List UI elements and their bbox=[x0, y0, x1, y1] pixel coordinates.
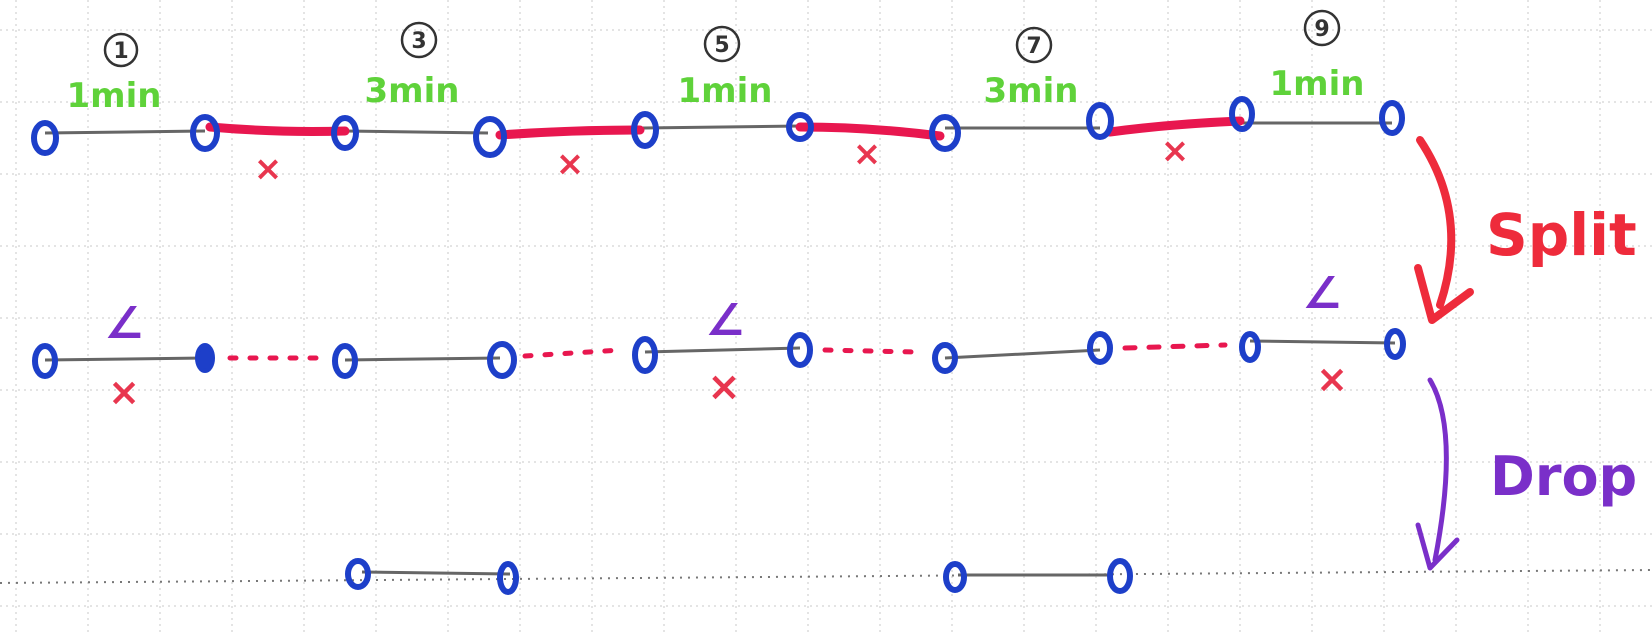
removed-segment-8 bbox=[1105, 116, 1245, 137]
cut-marks-row1: × × × × bbox=[254, 131, 1190, 189]
node bbox=[331, 115, 359, 151]
keep-mark: ∠ bbox=[705, 295, 744, 346]
segment-number: 1 bbox=[113, 39, 128, 64]
segment-3 bbox=[344, 129, 489, 135]
node bbox=[943, 561, 967, 593]
node bbox=[190, 114, 220, 152]
removed-segment-4 bbox=[495, 125, 645, 140]
split-arrow-shaft bbox=[1416, 136, 1456, 309]
cut-mark: × bbox=[707, 364, 741, 410]
segment-numbers: 1 3 5 7 9 bbox=[103, 9, 1341, 68]
dropped-gap bbox=[522, 347, 623, 359]
segment-number: 7 bbox=[1026, 34, 1041, 59]
node bbox=[932, 342, 958, 374]
duration-labels: 1min 3min 1min 3min 1min bbox=[67, 64, 1365, 116]
duration-label: 3min bbox=[984, 71, 1079, 111]
node bbox=[32, 343, 58, 379]
segment-number: 5 bbox=[714, 33, 729, 58]
duration-label: 1min bbox=[678, 71, 773, 111]
node bbox=[786, 112, 814, 142]
drop-arrow-shaft bbox=[1427, 377, 1449, 563]
baseline bbox=[0, 569, 1652, 584]
node bbox=[473, 116, 507, 158]
node bbox=[929, 114, 961, 152]
kept-segment bbox=[361, 570, 511, 576]
segment-7 bbox=[944, 348, 1101, 360]
segment-1 bbox=[44, 129, 206, 135]
row-result bbox=[345, 558, 1133, 595]
drop-arrowhead bbox=[1415, 522, 1460, 571]
node bbox=[1379, 100, 1405, 136]
cut-mark: × bbox=[853, 134, 882, 174]
cut-mark: × bbox=[556, 144, 585, 184]
number-circle bbox=[103, 32, 139, 68]
segment-9 bbox=[1249, 339, 1396, 345]
segment-5 bbox=[644, 346, 801, 354]
duration-label: 1min bbox=[1270, 64, 1365, 104]
node bbox=[487, 341, 517, 379]
drop-arrow: Drop bbox=[1415, 377, 1637, 571]
node bbox=[1239, 331, 1261, 363]
node bbox=[1384, 328, 1406, 360]
node bbox=[1107, 558, 1133, 594]
dropped-gap bbox=[822, 347, 918, 355]
node bbox=[497, 561, 519, 595]
cut-mark: × bbox=[254, 149, 283, 189]
duration-label: 1min bbox=[67, 76, 162, 116]
segment-1 bbox=[44, 356, 206, 362]
keep-mark: ∠ bbox=[104, 298, 143, 349]
row-original bbox=[31, 96, 1405, 158]
node bbox=[631, 111, 659, 149]
segment-5 bbox=[642, 124, 801, 130]
node bbox=[332, 343, 358, 379]
node bbox=[1086, 102, 1114, 140]
duration-label: 3min bbox=[365, 71, 460, 111]
segment-number: 9 bbox=[1314, 17, 1329, 42]
number-circle bbox=[703, 25, 741, 63]
number-circle bbox=[400, 21, 438, 59]
node bbox=[632, 336, 658, 374]
segment-3 bbox=[344, 356, 501, 362]
dropped-gap bbox=[1122, 342, 1228, 351]
cut-mark: × bbox=[1316, 357, 1348, 401]
node bbox=[1087, 331, 1113, 365]
node bbox=[195, 343, 215, 373]
split-arrowhead bbox=[1414, 264, 1474, 324]
removed-segment-2 bbox=[205, 122, 350, 136]
row-split: ∠ ∠ ∠ × × × bbox=[32, 268, 1406, 414]
node bbox=[1229, 96, 1255, 132]
node bbox=[345, 558, 371, 590]
cut-mark: × bbox=[1161, 131, 1190, 171]
drop-label: Drop bbox=[1490, 445, 1637, 508]
number-circle bbox=[1015, 26, 1053, 64]
split-arrow: Split bbox=[1414, 136, 1637, 324]
number-circle bbox=[1303, 9, 1341, 47]
node bbox=[31, 120, 59, 156]
node bbox=[787, 332, 813, 368]
segment-number: 3 bbox=[411, 29, 426, 54]
cut-mark: × bbox=[108, 370, 140, 414]
removed-segment-6 bbox=[795, 122, 945, 141]
split-label: Split bbox=[1486, 201, 1637, 269]
keep-mark: ∠ bbox=[1302, 268, 1341, 319]
